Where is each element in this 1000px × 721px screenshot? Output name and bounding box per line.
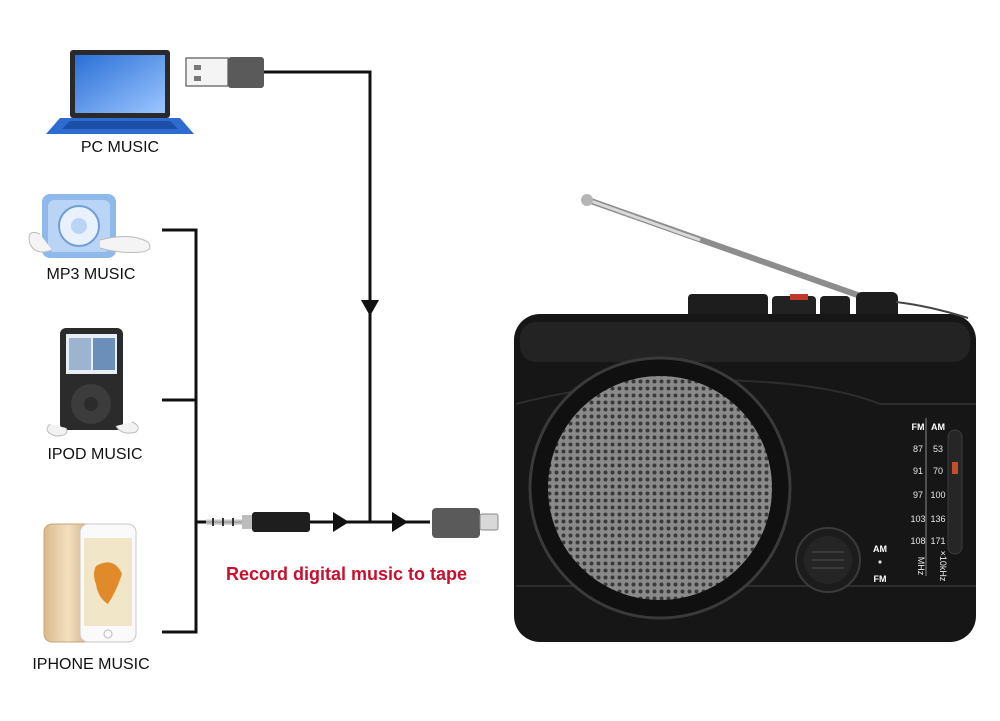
am-value: 100 bbox=[930, 490, 945, 500]
fm-value: 87 bbox=[913, 444, 923, 454]
am-unit: ×10kHz bbox=[938, 551, 948, 582]
tuning-dial-panel: FM AM 87 91 97 103 108 53 70 100 136 171… bbox=[910, 418, 963, 582]
connection-lines bbox=[162, 70, 430, 634]
tuning-wheel[interactable] bbox=[947, 429, 963, 555]
micro-usb-plug-icon bbox=[432, 508, 499, 538]
record-caption: Record digital music to tape bbox=[226, 564, 467, 584]
aux-bracket-line bbox=[162, 228, 198, 634]
audio-jack-icon bbox=[206, 512, 310, 532]
fm-value: 97 bbox=[913, 490, 923, 500]
side-cable bbox=[895, 301, 969, 319]
record-button[interactable] bbox=[790, 294, 808, 300]
cassette-radio-player: FM AM 87 91 97 103 108 53 70 100 136 171… bbox=[514, 194, 976, 642]
am-value: 171 bbox=[930, 536, 945, 546]
laptop-icon bbox=[46, 50, 194, 134]
fm-value: 103 bbox=[910, 514, 925, 524]
am-header: AM bbox=[931, 422, 945, 432]
am-value: 70 bbox=[933, 466, 943, 476]
iphone-icon bbox=[43, 523, 137, 643]
fm-header: FM bbox=[912, 422, 925, 432]
band-am-label: AM bbox=[873, 544, 887, 554]
usb-plug-icon bbox=[185, 57, 264, 88]
antenna bbox=[581, 194, 869, 301]
right-arrow-icon bbox=[392, 512, 408, 532]
right-arrow-icon bbox=[333, 512, 349, 532]
am-value: 136 bbox=[930, 514, 945, 524]
fm-unit: MHz bbox=[916, 557, 926, 576]
ipod-icon bbox=[46, 328, 139, 437]
speaker-grill bbox=[528, 356, 792, 620]
down-arrow-icon bbox=[361, 300, 379, 316]
ipod-music-label: IPOD MUSIC bbox=[47, 446, 142, 463]
iphone-music-label: IPHONE MUSIC bbox=[32, 656, 149, 673]
tuning-indicator bbox=[952, 462, 958, 474]
usb-cable-line bbox=[262, 70, 372, 522]
band-fm-label: FM bbox=[874, 574, 887, 584]
fm-value: 91 bbox=[913, 466, 923, 476]
mp3-player-icon bbox=[28, 194, 151, 258]
mp3-music-label: MP3 MUSIC bbox=[47, 266, 136, 283]
volume-knob[interactable] bbox=[795, 527, 861, 593]
fm-value: 108 bbox=[910, 536, 925, 546]
arrow-markers bbox=[333, 300, 408, 532]
am-value: 53 bbox=[933, 444, 943, 454]
band-switch[interactable]: AM FM bbox=[873, 544, 887, 584]
pc-music-label: PC MUSIC bbox=[81, 139, 159, 156]
